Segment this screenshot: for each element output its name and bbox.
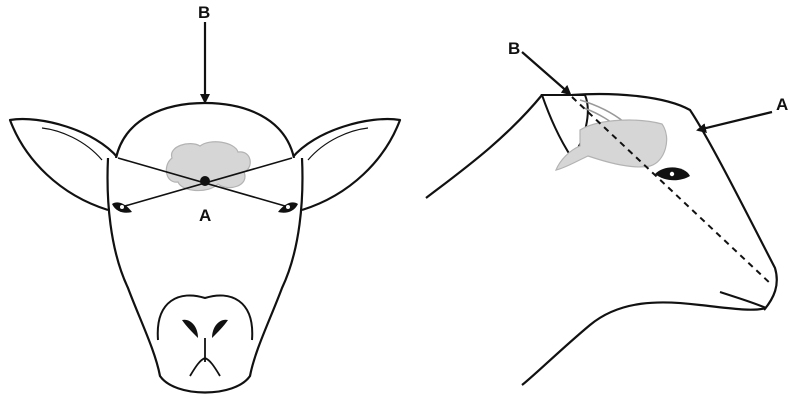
side-mouth — [720, 292, 766, 308]
side-arrow-b — [522, 52, 570, 94]
front-point-a — [200, 176, 210, 186]
front-label-a: A — [199, 206, 211, 225]
front-view: B A — [10, 3, 400, 393]
front-right-ear — [292, 119, 400, 210]
side-label-a: A — [776, 95, 788, 114]
front-label-b: B — [198, 3, 210, 22]
side-chin — [522, 302, 766, 385]
side-arrow-a — [698, 112, 772, 130]
side-view: B A — [426, 39, 788, 385]
front-left-ear — [10, 119, 118, 210]
side-dashed-line — [572, 97, 772, 285]
side-throat — [485, 170, 580, 302]
side-label-b: B — [508, 39, 520, 58]
side-neck-back — [426, 95, 542, 198]
